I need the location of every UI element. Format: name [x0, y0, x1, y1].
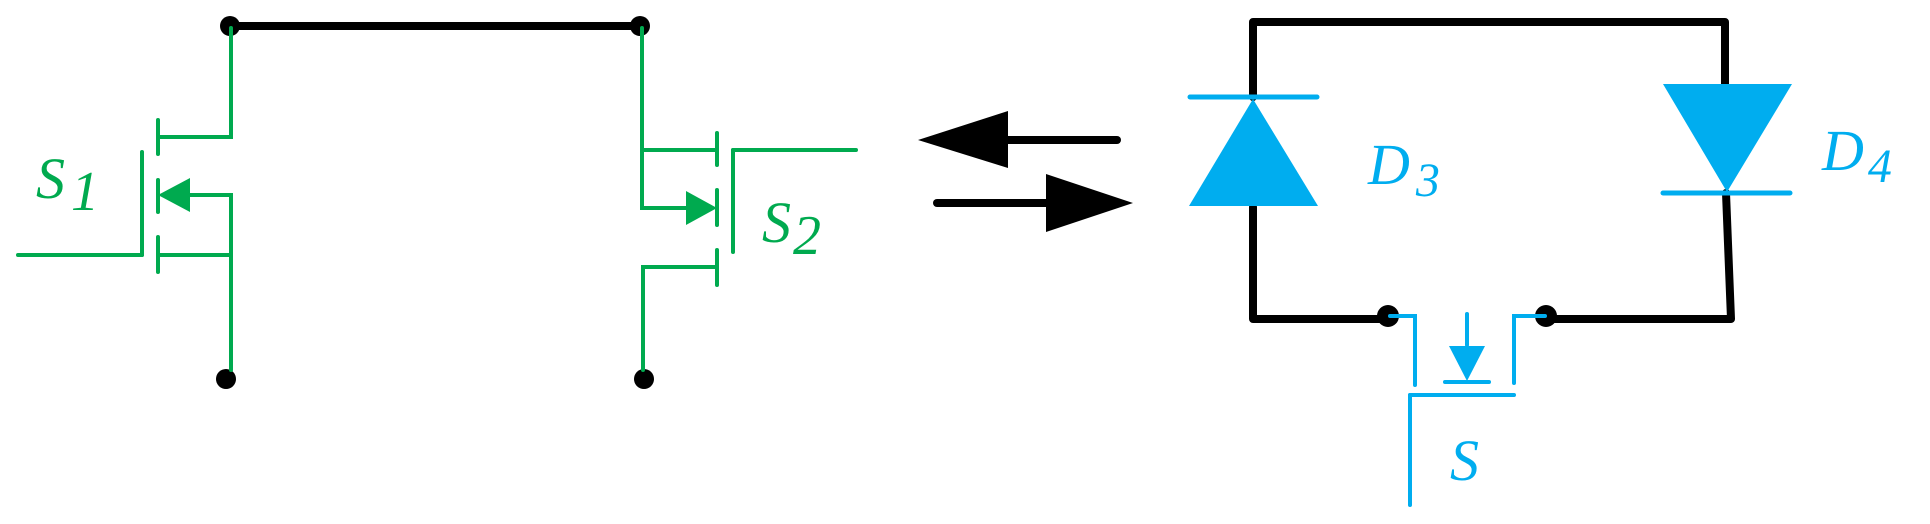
- s-label: S: [1450, 428, 1479, 493]
- node-left-bottom-2: [634, 369, 654, 389]
- diode-d4: [1660, 84, 1793, 196]
- node-left-top-1: [220, 16, 240, 36]
- diode-d3: [1187, 94, 1320, 206]
- right-wiring: [1249, 18, 1735, 323]
- arrow-left-icon: [918, 111, 1008, 168]
- s2-body-arrow: [686, 191, 717, 225]
- switch-s: [1388, 312, 1547, 507]
- arrow-right-icon: [1046, 174, 1133, 232]
- equivalence-arrows: [918, 111, 1133, 232]
- s-arrow-icon: [1449, 346, 1485, 381]
- d3-triangle: [1189, 99, 1318, 206]
- s1-body-arrow: [158, 178, 190, 212]
- mosfet-s1: [16, 26, 233, 372]
- node-left-bottom-1: [216, 369, 236, 389]
- d4-label: D4: [1821, 118, 1892, 193]
- mosfet-s2: [640, 26, 858, 372]
- node-left-top-2: [630, 16, 650, 36]
- s2-label: S2: [762, 190, 821, 267]
- d4-triangle: [1663, 84, 1792, 192]
